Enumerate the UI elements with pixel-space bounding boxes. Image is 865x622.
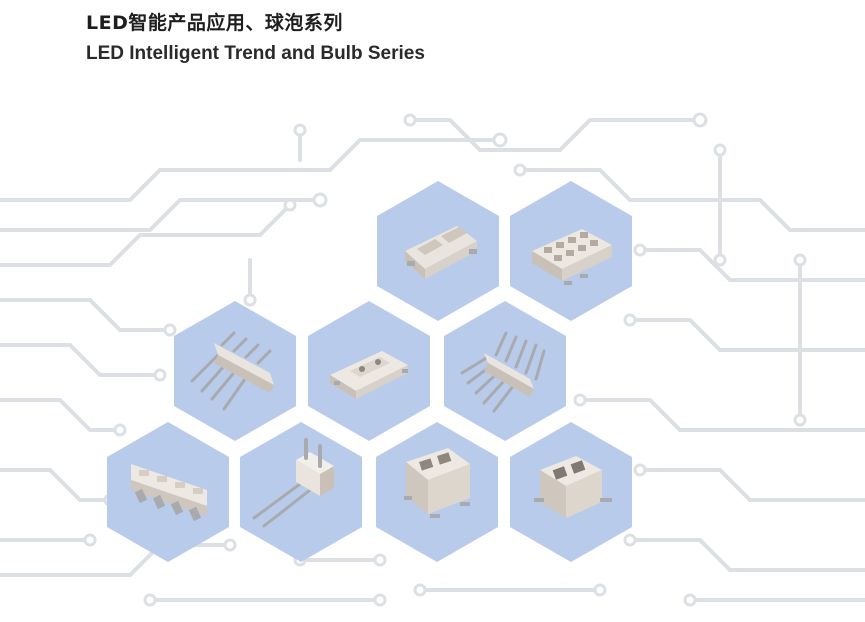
product-tile-5pin-right-angle-header — [444, 301, 566, 441]
product-tile-2pin-smd-box-connector — [510, 422, 632, 562]
product-tile-2pin-smd-clip-connector — [376, 422, 498, 562]
clip-connector-image — [404, 448, 470, 518]
vertical-header-image — [252, 438, 334, 528]
right-angle-header-image — [460, 331, 546, 413]
product-tile-smd-2pin-latch-connector — [377, 181, 499, 321]
straight-header-image — [190, 331, 274, 411]
page-title-cn: LED智能产品应用、球泡系列 — [86, 12, 343, 34]
wire-terminal-image — [131, 464, 207, 522]
box-connector-image — [534, 456, 612, 518]
product-tile-4pin-smd-wire-terminal — [107, 422, 229, 562]
product-tile-smd-8pin-dual-row-socket — [510, 181, 632, 321]
led-connector-image — [330, 351, 408, 399]
page-title-en: LED Intelligent Trend and Bulb Series — [86, 43, 425, 64]
product-tile-smd-2hole-led-connector — [308, 301, 430, 441]
latch-connector-image — [405, 226, 477, 279]
dual-row-socket-image — [532, 229, 612, 285]
product-tile-2pin-vertical-header — [240, 422, 362, 562]
product-tile-4pin-straight-header — [174, 301, 296, 441]
